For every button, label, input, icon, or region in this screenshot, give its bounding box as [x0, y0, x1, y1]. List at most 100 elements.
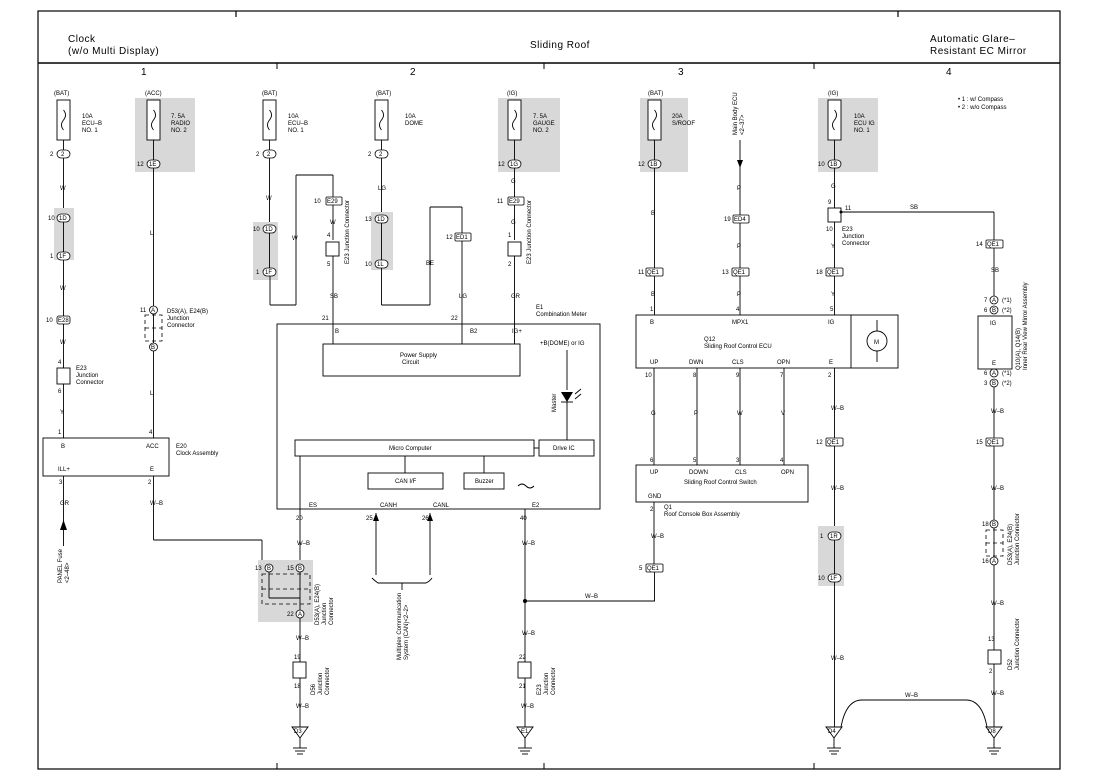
svg-text:Junction: Junction — [318, 673, 324, 695]
svg-text:10: 10 — [48, 216, 55, 222]
svg-text:13: 13 — [365, 217, 372, 223]
svg-text:ES: ES — [309, 503, 317, 509]
svg-text:Main Body ECU: Main Body ECU — [733, 92, 739, 135]
svg-text:2: 2 — [148, 480, 152, 486]
svg-text:QE1: QE1 — [827, 270, 840, 276]
svg-text:8: 8 — [693, 373, 697, 379]
svg-text:2: 2 — [650, 507, 654, 513]
svg-text:22: 22 — [451, 316, 458, 322]
svg-text:B: B — [992, 308, 996, 314]
svg-text:22: 22 — [287, 612, 294, 618]
svg-text:Connector: Connector — [551, 667, 557, 695]
svg-text:Combination Meter: Combination Meter — [536, 312, 587, 318]
header-mirror-line1: Automatic Glare– — [930, 34, 1015, 45]
svg-text:7: 7 — [984, 298, 988, 304]
svg-text:Q12: Q12 — [704, 337, 716, 343]
header-mirror-line2: Resistant EC Mirror — [930, 46, 1027, 57]
svg-text:NO. 1: NO. 1 — [854, 128, 870, 134]
svg-text:Power Supply: Power Supply — [400, 353, 437, 359]
svg-text:QE1: QE1 — [827, 440, 840, 446]
ground-d4: D4 — [825, 726, 843, 755]
svg-text:18: 18 — [294, 684, 301, 690]
svg-text:CAN I/F: CAN I/F — [395, 479, 417, 485]
svg-text:1R: 1R — [830, 534, 838, 540]
svg-text:D8: D8 — [988, 729, 996, 735]
svg-text:14: 14 — [976, 242, 983, 248]
svg-text:16: 16 — [982, 559, 989, 565]
svg-text:W: W — [60, 286, 66, 292]
svg-text:W–B: W–B — [585, 594, 598, 600]
svg-text:Roof Console Box Assembly: Roof Console Box Assembly — [664, 512, 740, 518]
svg-text:B: B — [650, 320, 654, 326]
svg-text:B: B — [61, 444, 65, 450]
svg-text:10: 10 — [365, 262, 372, 268]
svg-text:18: 18 — [982, 522, 989, 528]
col1-wiring: 2 2 W 1D 10 1F 1 W E28 10 W 4 E23 Juncti… — [42, 140, 263, 583]
svg-text:G: G — [511, 179, 516, 185]
svg-text:Micro Computer: Micro Computer — [389, 446, 432, 452]
svg-text:GAUGE: GAUGE — [533, 121, 555, 127]
svg-text:DOWN: DOWN — [689, 470, 708, 476]
svg-text:W: W — [60, 186, 66, 192]
fuse-radio-2: (ACC) 7. 5A RADIO NO. 2 — [135, 91, 195, 172]
svg-text:1F: 1F — [59, 254, 66, 260]
svg-text:Inner Rear View Mirror Assembl: Inner Rear View Mirror Assembly — [1023, 282, 1029, 370]
svg-text:1B: 1B — [830, 162, 837, 168]
svg-text:UP: UP — [650, 360, 658, 366]
svg-text:Multiplex Communication: Multiplex Communication — [397, 593, 403, 660]
svg-text:W–B: W–B — [651, 534, 664, 540]
svg-text:+B(DOME) or IG: +B(DOME) or IG — [540, 341, 585, 347]
svg-text:LG: LG — [459, 294, 467, 300]
svg-text:Connector: Connector — [325, 667, 331, 695]
svg-text:E: E — [992, 361, 996, 367]
svg-text:18: 18 — [816, 270, 823, 276]
svg-text:Buzzer: Buzzer — [475, 479, 494, 485]
svg-text:1: 1 — [58, 430, 62, 436]
svg-text:GR: GR — [511, 294, 521, 300]
svg-text:D52: D52 — [1008, 658, 1014, 670]
fuse-dome: (BAT) 10A DOME — [374, 91, 423, 141]
svg-text:9: 9 — [736, 373, 740, 379]
svg-text:6: 6 — [984, 308, 988, 314]
diagram-frame — [37, 10, 1061, 770]
svg-text:10: 10 — [818, 576, 825, 582]
svg-text:5: 5 — [639, 566, 643, 572]
svg-text:1D: 1D — [377, 217, 385, 223]
svg-text:W–B: W–B — [296, 636, 309, 642]
svg-text:1D: 1D — [59, 216, 67, 222]
svg-text:NO. 1: NO. 1 — [288, 128, 304, 134]
svg-text:13: 13 — [988, 637, 995, 643]
svg-text:L: L — [150, 391, 154, 397]
svg-text:CANH: CANH — [380, 503, 397, 509]
svg-text:Connector: Connector — [329, 597, 335, 625]
svg-text:E2: E2 — [532, 503, 540, 509]
fuse-gauge-2: (IG) 7. 5A GAUGE NO. 2 — [498, 91, 560, 172]
svg-text:12: 12 — [498, 162, 505, 168]
svg-text:B: B — [651, 211, 655, 217]
svg-text:19: 19 — [724, 217, 731, 223]
svg-text:QE1: QE1 — [733, 270, 746, 276]
svg-text:3: 3 — [59, 480, 63, 486]
svg-text:(BAT): (BAT) — [262, 91, 277, 97]
svg-text:G: G — [511, 220, 516, 226]
svg-text:D3: D3 — [294, 729, 302, 735]
svg-text:1D: 1D — [265, 227, 273, 233]
svg-text:MPX1: MPX1 — [732, 320, 749, 326]
svg-text:15: 15 — [976, 440, 983, 446]
svg-text:5: 5 — [693, 458, 697, 464]
svg-text:<2–48>: <2–48> — [65, 562, 71, 583]
ground-d3: D3 — [291, 726, 309, 755]
svg-text:Master: Master — [552, 394, 558, 412]
svg-text:QE1: QE1 — [987, 440, 1000, 446]
header-clock-line2: (w/o Multi Display) — [68, 46, 159, 57]
ground-d8: D8 — [985, 726, 1003, 755]
svg-text:E23: E23 — [76, 366, 87, 372]
svg-text:D56: D56 — [311, 683, 317, 695]
svg-text:W–B: W–B — [831, 486, 844, 492]
svg-text:OPN: OPN — [777, 360, 790, 366]
svg-text:D53(A), E24(B): D53(A), E24(B) — [315, 584, 321, 625]
svg-text:10: 10 — [314, 199, 321, 205]
svg-text:E23: E23 — [537, 684, 543, 695]
svg-text:W: W — [266, 196, 272, 202]
svg-text:40: 40 — [520, 516, 527, 522]
